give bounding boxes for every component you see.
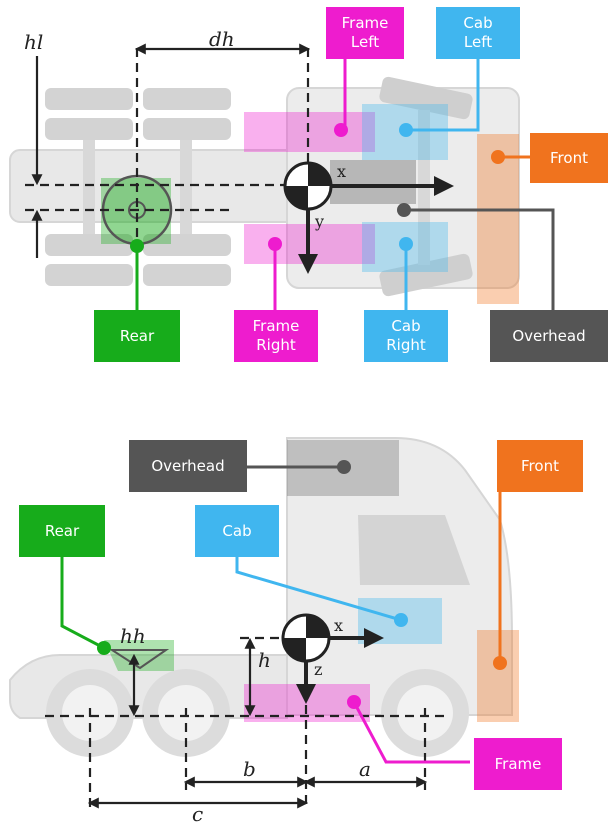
cab-left-label: Cab Left [436, 7, 520, 59]
side-front-zone [477, 630, 519, 722]
rear-label-side: Rear [19, 505, 105, 557]
c-variable: c [192, 802, 204, 826]
frame-left-label: Frame Left [326, 7, 404, 59]
frame-right-label: Frame Right [234, 310, 318, 362]
frame-label-side: Frame [474, 738, 562, 790]
top-x-axis-label: x [337, 162, 347, 181]
front-label-side: Front [497, 440, 583, 492]
b-variable: b [243, 757, 256, 781]
hl-variable: hl [24, 30, 44, 54]
dh-variable: dh [209, 27, 235, 51]
top-overhead-zone [330, 160, 416, 204]
top-y-axis-label: y [315, 212, 325, 231]
top-origin-marker [283, 161, 333, 211]
side-connectors [60, 465, 502, 764]
h-variable: h [258, 648, 271, 672]
top-connectors [135, 58, 555, 310]
a-variable: a [359, 757, 371, 781]
side-x-axis-label: x [334, 616, 344, 635]
rear-label-top: Rear [94, 310, 180, 362]
side-origin-marker [281, 613, 331, 663]
side-window [358, 515, 470, 585]
side-z-axis-label: z [314, 660, 323, 679]
hh-variable: hh [120, 624, 146, 648]
top-frame-left-zone [244, 112, 375, 152]
front-label-top: Front [530, 133, 608, 183]
side-view-truck [9, 437, 513, 757]
overhead-label-top: Overhead [490, 310, 608, 362]
cab-label-side: Cab [195, 505, 279, 557]
overhead-label-side: Overhead [129, 440, 247, 492]
cab-right-label: Cab Right [364, 310, 448, 362]
top-dimension-lines [25, 43, 311, 258]
